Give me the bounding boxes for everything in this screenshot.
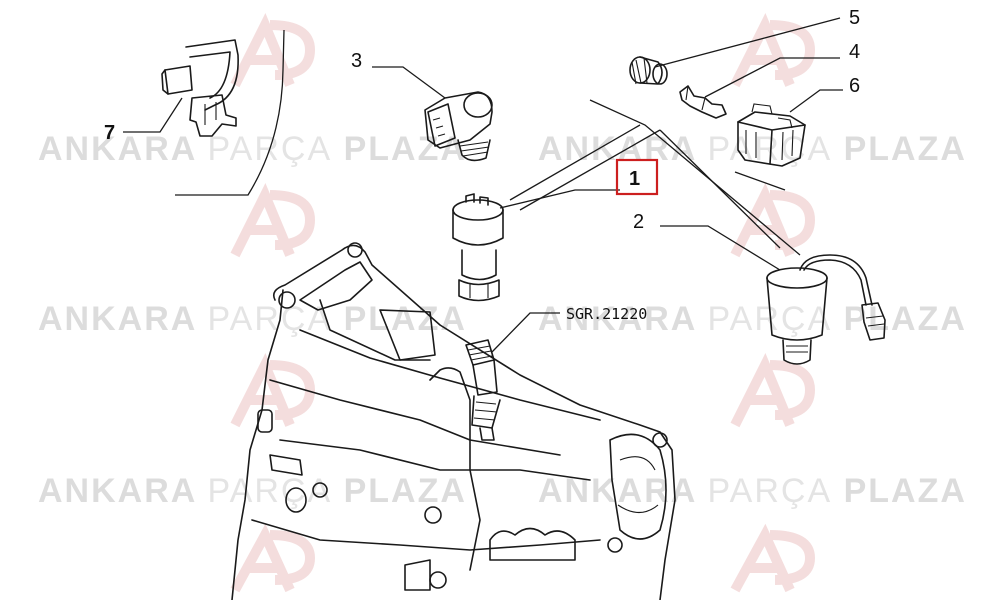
- part-7-clip-bracket[interactable]: [161, 39, 239, 137]
- part-7-callout: 7: [104, 97, 183, 144]
- watermark-text: ANKARA PARÇA PLAZA: [38, 300, 467, 338]
- watermark-text: ANKARA PARÇA PLAZA: [538, 130, 967, 168]
- callout-5: 5: [849, 7, 860, 29]
- part-4-callout: 4: [704, 41, 860, 98]
- watermark-text: ANKARA PARÇA PLAZA: [38, 472, 467, 510]
- frame-line-left: [175, 29, 285, 196]
- reference-callout: SGR.21220: [491, 305, 647, 353]
- part-6-connector[interactable]: [737, 103, 806, 167]
- callout-1: 1: [629, 168, 640, 190]
- leader-chevrons: [509, 99, 801, 256]
- drive-gear[interactable]: [465, 339, 501, 441]
- highlight-box: [615, 158, 659, 196]
- part-2-callout: 2: [633, 211, 781, 271]
- reference-label: SGR.21220: [566, 305, 647, 323]
- callout-7: 7: [104, 122, 115, 144]
- part-2-sensor-wired[interactable]: [766, 254, 886, 365]
- watermark: ANKARA PARÇA PLAZA ANKARA PARÇA PLAZA AN…: [38, 12, 967, 593]
- part-6-callout: 6: [789, 75, 860, 113]
- callout-3: 3: [351, 50, 362, 72]
- watermark-text: ANKARA PARÇA PLAZA: [38, 130, 467, 168]
- callout-4: 4: [849, 41, 860, 63]
- part-1-callout: 1: [499, 158, 659, 209]
- part-1-speed-sensor[interactable]: [452, 193, 504, 302]
- callout-2: 2: [633, 211, 644, 233]
- callout-6: 6: [849, 75, 860, 97]
- part-5-cap[interactable]: [629, 56, 668, 85]
- watermark-text: ANKARA PARÇA PLAZA: [538, 472, 967, 510]
- part-4-terminal[interactable]: [679, 85, 727, 119]
- part-5-callout: 5: [654, 7, 860, 68]
- part-3-sensor[interactable]: [424, 91, 493, 162]
- gearbox-housing: [231, 242, 676, 600]
- part-3-callout: 3: [351, 50, 446, 99]
